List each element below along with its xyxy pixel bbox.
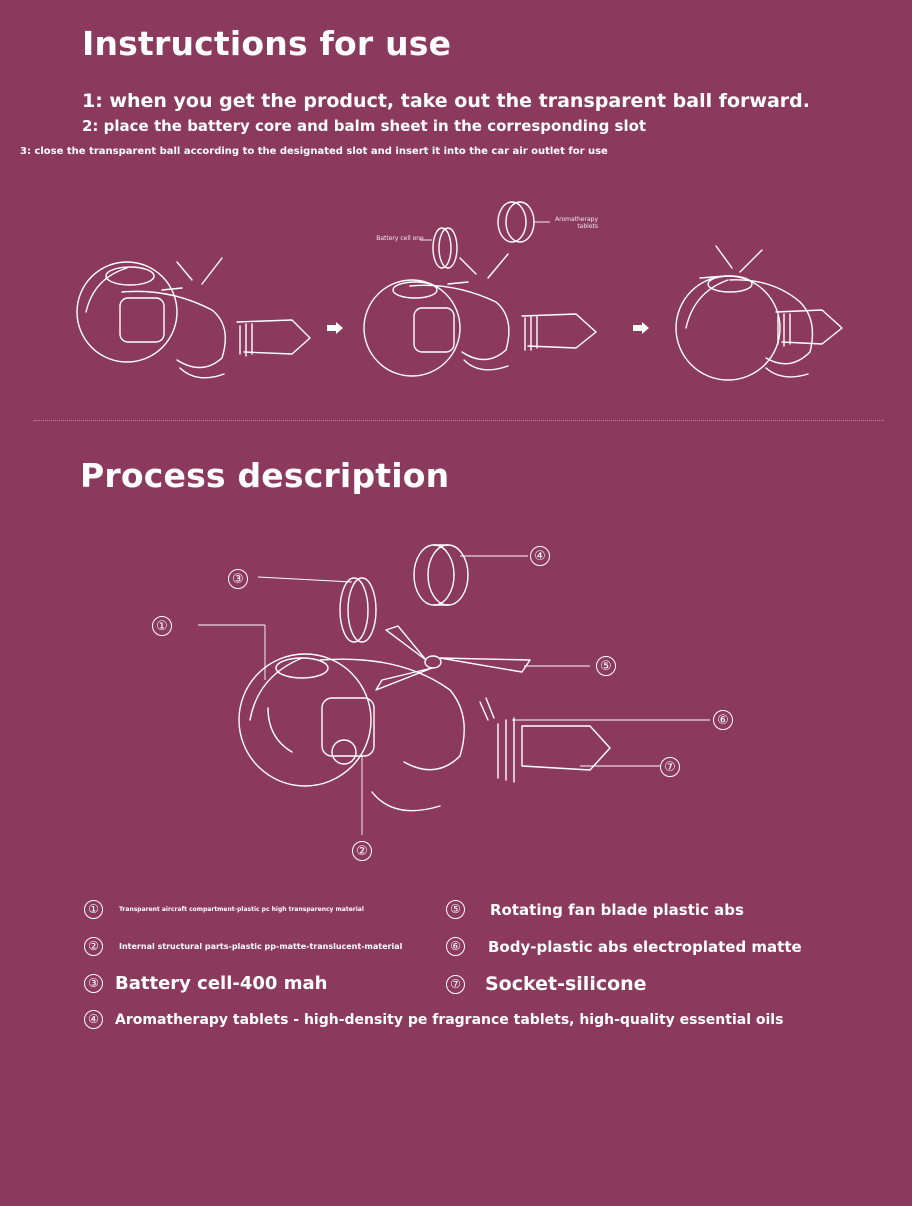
callout-7: ⑦	[660, 757, 680, 777]
aromatherapy-label: Aromatherapy tablets	[555, 216, 598, 230]
step-3-text: 3: close the transparent ball according …	[20, 146, 608, 157]
callout-5: ⑤	[596, 656, 616, 676]
battery-cell-label: Battery cell one	[376, 235, 424, 242]
legend-num: ②	[84, 937, 103, 956]
legend-item-1: ① Transparent aircraft compartment-plast…	[84, 900, 364, 919]
legend-text: Rotating fan blade plastic abs	[490, 900, 744, 919]
arrow-right-icon	[327, 322, 343, 334]
arrow-right-icon	[633, 322, 649, 334]
callout-1: ①	[152, 616, 172, 636]
legend-item-7: ⑦ Socket-silicone	[446, 973, 647, 995]
legend-item-6: ⑥ Body-plastic abs electroplated matte	[446, 937, 802, 956]
callout-4: ④	[530, 546, 550, 566]
legend-num: ①	[84, 900, 103, 919]
step-1-illustration	[76, 257, 311, 379]
step-1-text: 1: when you get the product, take out th…	[82, 90, 810, 112]
step-2-text: 2: place the battery core and balm sheet…	[82, 117, 647, 135]
exploded-view-diagram	[198, 544, 710, 835]
legend-item-4: ④ Aromatherapy tablets - high-density pe…	[84, 1010, 783, 1029]
step-3-illustration	[675, 245, 843, 381]
legend-num: ⑤	[446, 900, 465, 919]
step-2-illustration	[363, 201, 597, 377]
callout-2: ②	[352, 841, 372, 861]
section-divider	[34, 420, 884, 421]
legend-num: ⑥	[446, 937, 465, 956]
legend-text: Socket-silicone	[485, 973, 647, 995]
process-title: Process description	[80, 456, 450, 495]
legend-num: ⑦	[446, 974, 465, 994]
callout-6: ⑥	[713, 710, 733, 730]
legend-text: Aromatherapy tablets - high-density pe f…	[115, 1011, 784, 1028]
legend-num: ④	[84, 1010, 103, 1029]
callout-3: ③	[228, 569, 248, 589]
legend-text: Internal structural parts-plastic pp-mat…	[119, 942, 403, 951]
legend-item-2: ② Internal structural parts-plastic pp-m…	[84, 937, 402, 956]
legend-text: Battery cell-400 mah	[115, 973, 328, 994]
instructions-title: Instructions for use	[82, 24, 452, 63]
legend-item-5: ⑤ Rotating fan blade plastic abs	[446, 900, 744, 919]
legend-item-3: ③ Battery cell-400 mah	[84, 973, 327, 994]
legend-text: Transparent aircraft compartment-plastic…	[119, 906, 364, 913]
legend-text: Body-plastic abs electroplated matte	[488, 937, 802, 956]
legend-num: ③	[84, 974, 103, 993]
